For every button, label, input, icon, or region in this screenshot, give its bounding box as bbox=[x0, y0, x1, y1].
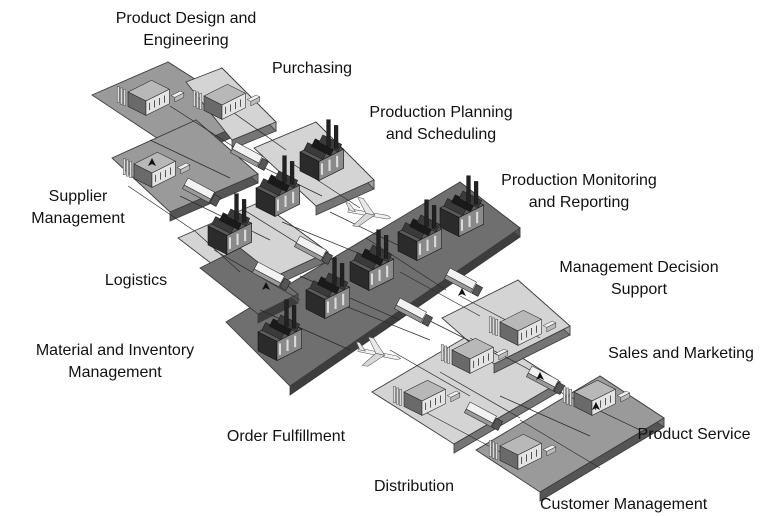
connector-line bbox=[389, 349, 471, 397]
silo bbox=[116, 86, 120, 104]
chimney bbox=[333, 125, 339, 149]
label-sales-marketing: Sales and Marketing bbox=[608, 345, 754, 362]
silo bbox=[440, 344, 444, 362]
warehouse-sales-2 bbox=[392, 379, 461, 416]
factory-monitoring-1 bbox=[439, 175, 485, 237]
truck-logistics bbox=[251, 261, 292, 291]
silo bbox=[123, 89, 126, 106]
warehouse-purchasing bbox=[192, 83, 261, 120]
factory-logistics-1 bbox=[255, 155, 301, 217]
connector-line bbox=[439, 371, 521, 419]
warehouse-sales-1 bbox=[440, 337, 509, 374]
truck-decision bbox=[443, 267, 484, 297]
chimney bbox=[339, 263, 345, 287]
truck-purchasing bbox=[229, 141, 270, 171]
connector-line bbox=[399, 271, 481, 317]
chimney bbox=[282, 155, 287, 183]
silo bbox=[396, 387, 399, 405]
label-order-fulfillment: Order Fulfillment bbox=[226, 428, 346, 445]
factory-monitoring-5 bbox=[257, 299, 303, 361]
silo bbox=[562, 386, 566, 404]
chimney bbox=[332, 257, 337, 285]
platform-top bbox=[199, 247, 299, 315]
label-product-design: Product Design and Engineering bbox=[115, 10, 257, 49]
factory-monitoring-4 bbox=[305, 257, 351, 319]
silo bbox=[492, 441, 495, 459]
label-production-planning: Production Planning and Scheduling bbox=[369, 104, 513, 143]
connector-line bbox=[149, 139, 231, 179]
chimney bbox=[284, 299, 289, 327]
silo bbox=[488, 316, 492, 334]
label-material-inventory: Material and Inventory Management bbox=[35, 342, 195, 381]
label-purchasing: Purchasing bbox=[272, 60, 353, 77]
chimney bbox=[466, 175, 471, 203]
label-management-decision: Management Decision Support bbox=[559, 259, 719, 298]
silo bbox=[196, 91, 199, 109]
silo bbox=[566, 387, 569, 405]
truck-material bbox=[393, 297, 434, 327]
factory-production-planning bbox=[299, 119, 345, 181]
airplane-lower bbox=[355, 336, 402, 367]
chimney bbox=[424, 199, 429, 227]
chimney bbox=[289, 161, 295, 185]
silo bbox=[392, 386, 396, 404]
connector-line bbox=[499, 395, 591, 437]
airplane-upper bbox=[345, 197, 392, 227]
arrow-marker-icon bbox=[458, 288, 466, 296]
label-logistics: Logistics bbox=[104, 272, 168, 289]
silo bbox=[192, 90, 196, 108]
chimney bbox=[383, 235, 389, 259]
chimney bbox=[431, 205, 437, 229]
chimney bbox=[291, 305, 297, 329]
warehouse-customer-2 bbox=[488, 433, 557, 470]
label-distribution: Distribution bbox=[373, 478, 455, 495]
arrow-marker-icon bbox=[536, 372, 544, 380]
factory-logistics-2 bbox=[207, 193, 253, 255]
silo bbox=[492, 317, 495, 335]
silo bbox=[399, 389, 402, 406]
chimney bbox=[473, 181, 479, 205]
silo bbox=[120, 87, 123, 105]
factory-monitoring-2 bbox=[397, 199, 443, 261]
connector-line bbox=[127, 185, 197, 233]
silo bbox=[488, 440, 492, 458]
arrow-marker-icon bbox=[262, 282, 270, 290]
silo bbox=[199, 93, 202, 110]
arrow-marker-icon bbox=[592, 402, 600, 410]
chimney bbox=[376, 229, 381, 257]
silo bbox=[569, 389, 572, 406]
warehouse-product-design bbox=[116, 79, 185, 116]
factory-monitoring-3 bbox=[349, 229, 395, 291]
silo bbox=[122, 158, 126, 176]
connector-line bbox=[519, 419, 601, 469]
chimney bbox=[326, 119, 331, 147]
silo bbox=[447, 347, 450, 364]
arrow-marker-icon bbox=[148, 158, 156, 166]
silo bbox=[495, 319, 498, 336]
truck-distribution bbox=[463, 401, 504, 431]
truck-supplier bbox=[181, 177, 222, 207]
label-product-service: Product Service bbox=[637, 426, 751, 443]
connector-line bbox=[195, 231, 241, 273]
truck-sales bbox=[525, 365, 566, 395]
connector-line bbox=[259, 309, 351, 351]
silo bbox=[126, 159, 129, 177]
chimney bbox=[241, 199, 247, 223]
label-customer-management: Customer Management bbox=[540, 496, 708, 513]
label-production-monitoring: Production Monitoring and Reporting bbox=[501, 172, 657, 211]
silo bbox=[129, 161, 132, 178]
warehouse-decision-support bbox=[488, 309, 557, 346]
silo bbox=[444, 345, 447, 363]
label-supplier-management: Supplier Management bbox=[31, 188, 125, 227]
warehouse-supplier-management bbox=[122, 151, 191, 188]
truck-logistics-2 bbox=[293, 235, 334, 265]
chimney bbox=[234, 193, 239, 221]
silo bbox=[495, 443, 498, 460]
